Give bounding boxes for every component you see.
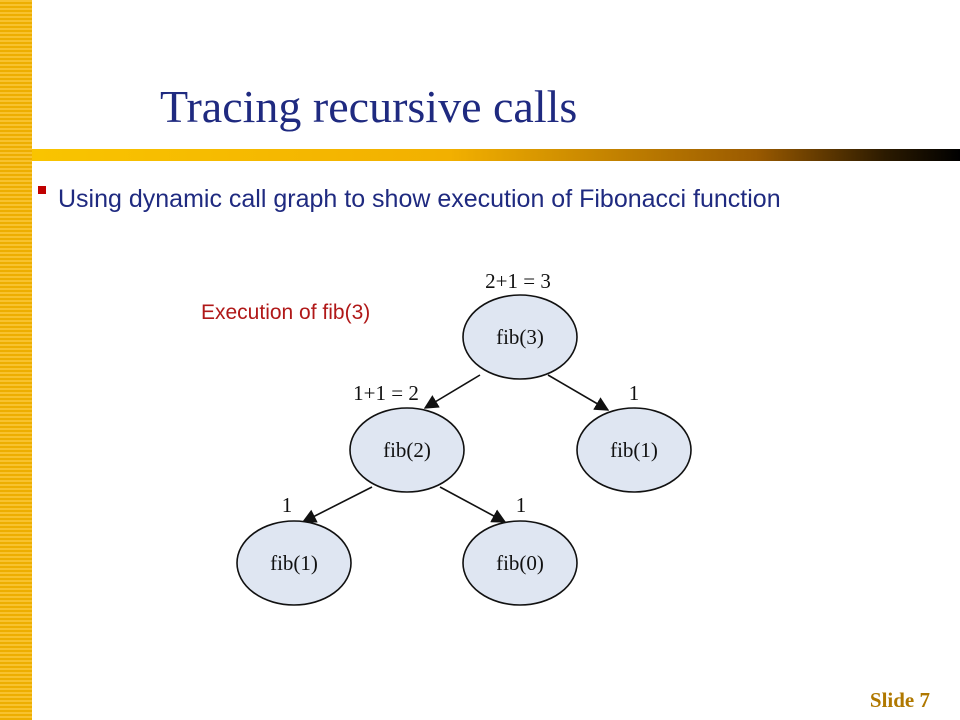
node-root: fib(3) (462, 294, 578, 380)
node-left: fib(2) (349, 407, 465, 493)
node-label: fib(3) (496, 325, 544, 349)
node-label: fib(0) (496, 551, 544, 575)
edge-left-leftleft (301, 486, 373, 523)
bullet-text: Using dynamic call graph to show executi… (58, 185, 781, 213)
title-underline (32, 149, 960, 161)
result-label-root: 2+1 = 3 (485, 269, 551, 293)
slide-title: Tracing recursive calls (160, 81, 578, 132)
result-label-leftright: 1 (516, 493, 527, 517)
result-label-left: 1+1 = 2 (353, 381, 419, 405)
left-accent-bar (0, 0, 32, 720)
node-right: fib(1) (576, 407, 692, 493)
node-leftright: fib(0) (462, 520, 578, 606)
slide-number: Slide 7 (869, 688, 930, 712)
edge-root-left (423, 374, 481, 409)
result-label-right: 1 (629, 381, 640, 405)
node-label: fib(2) (383, 438, 431, 462)
diagram-caption: Execution of fib(3) (201, 301, 371, 324)
result-label-leftleft: 1 (282, 493, 293, 517)
node-label: fib(1) (270, 551, 318, 575)
edge-root-right (547, 374, 610, 411)
edge-left-leftright (439, 486, 507, 523)
node-label: fib(1) (610, 438, 658, 462)
bullet-square-icon (38, 186, 46, 194)
node-leftleft: fib(1) (236, 520, 352, 606)
